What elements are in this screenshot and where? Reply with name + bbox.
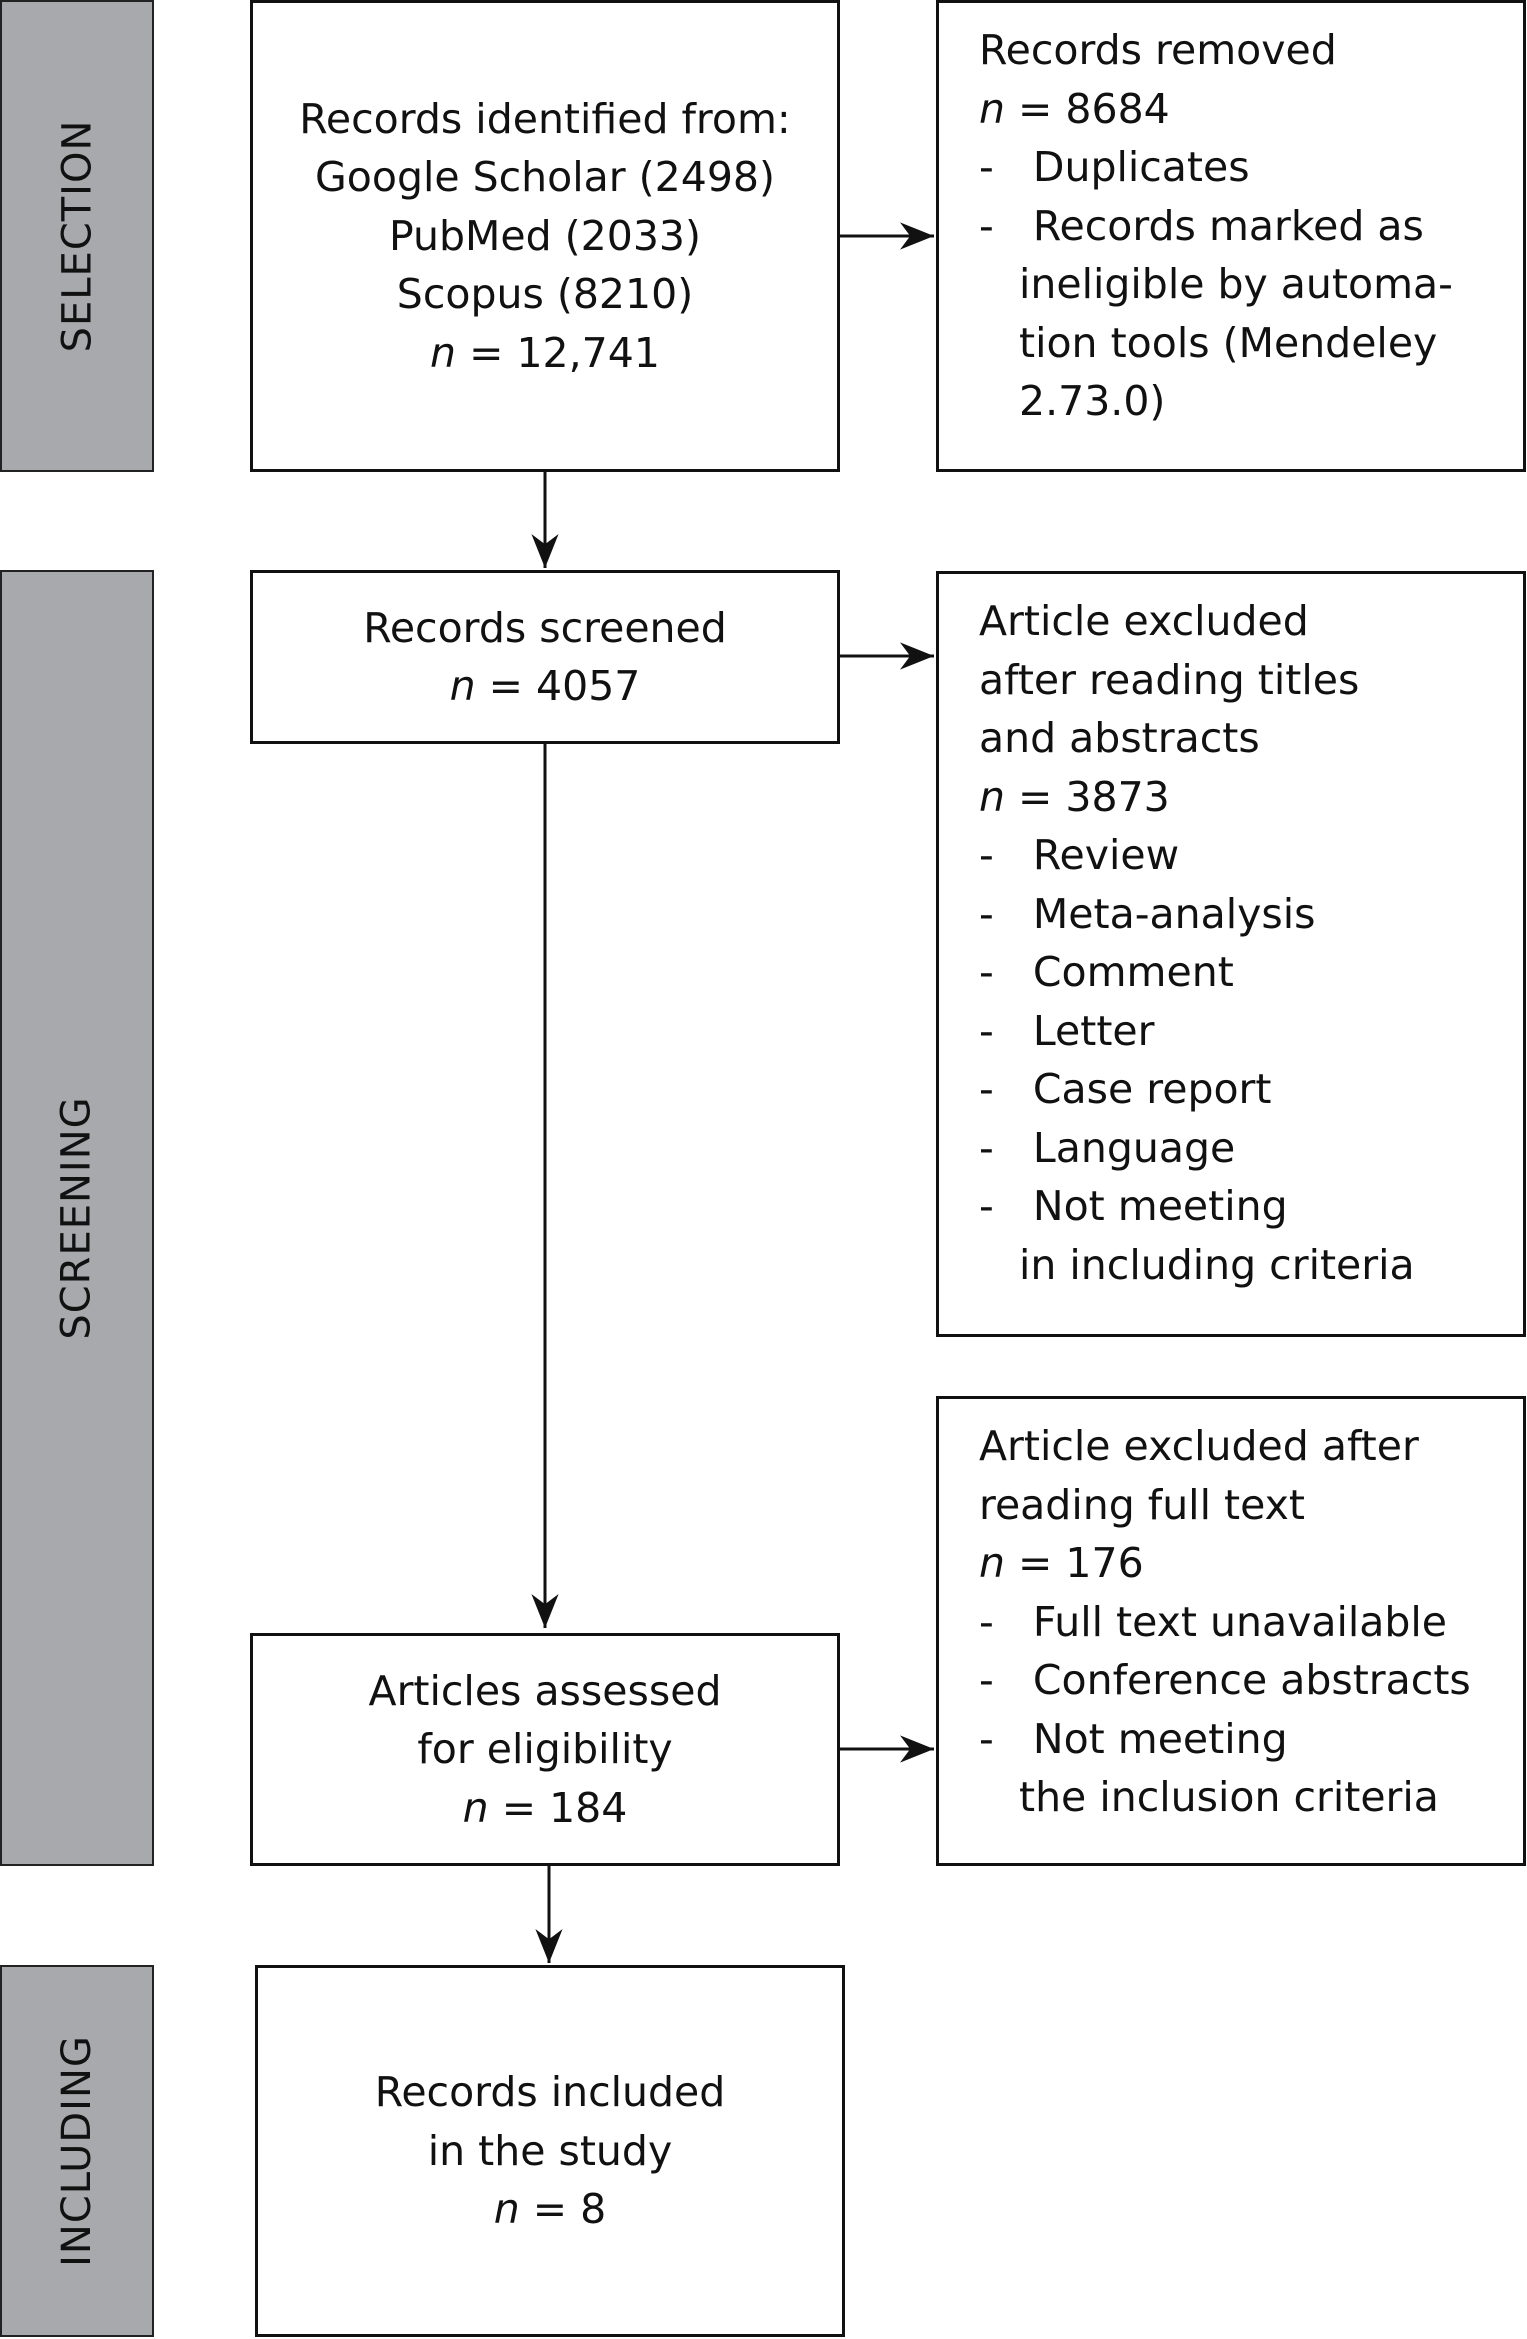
phase-screening: SCREENING bbox=[0, 570, 154, 1866]
box-line: - Case report bbox=[979, 1065, 1272, 1113]
articles-assessed-box: Articles assessed for eligibility n = 184 bbox=[250, 1633, 840, 1866]
box-line: the inclusion criteria bbox=[1019, 1773, 1439, 1821]
box-line: - Not meeting bbox=[979, 1714, 1288, 1763]
excluded-abstracts-box: Article excluded after reading titles and … bbox=[936, 571, 1526, 1337]
phase-selection: SELECTION bbox=[0, 0, 154, 472]
box-line: n = 8 bbox=[493, 2185, 607, 2234]
box-line: Records screened bbox=[363, 603, 727, 652]
records-screened-box: Records screened n = 4057 bbox=[250, 570, 840, 744]
phase-including: INCLUDING bbox=[0, 1965, 154, 2337]
box-line: and abstracts bbox=[979, 714, 1260, 762]
records-included-box: Records included in the study n = 8 bbox=[255, 1965, 845, 2337]
box-line: n = 3873 bbox=[979, 772, 1170, 821]
box-line: Records identified from: bbox=[299, 94, 791, 143]
box-line: - Review bbox=[979, 831, 1180, 879]
box-line: - Letter bbox=[979, 1006, 1155, 1055]
box-line: Article excluded after bbox=[979, 1422, 1419, 1470]
box-line: - Records marked as bbox=[979, 201, 1424, 250]
box-line: n = 8684 bbox=[979, 84, 1170, 133]
box-line: Articles assessed bbox=[368, 1666, 722, 1715]
box-line: Google Scholar (2498) bbox=[315, 153, 775, 202]
box-line: Article excluded bbox=[979, 597, 1309, 645]
records-removed-box: Records removed n = 8684 - Duplicates - Rec… bbox=[936, 0, 1526, 472]
box-line: in the study bbox=[427, 2126, 673, 2175]
box-line: 2.73.0) bbox=[1019, 377, 1166, 425]
box-line: Records included bbox=[374, 2068, 726, 2117]
box-line: in including criteria bbox=[1019, 1240, 1415, 1289]
box-line: n = 184 bbox=[462, 1783, 628, 1832]
box-line: ineligible by automa- bbox=[1019, 260, 1453, 308]
excluded-fulltext-box: Article excluded after reading full text n… bbox=[936, 1396, 1526, 1866]
box-line: n = 12,741 bbox=[430, 328, 660, 377]
box-line: n = 4057 bbox=[449, 662, 641, 710]
records-identified-box: Records identified from: Google Scholar (… bbox=[250, 0, 840, 472]
box-line: - Meta-analysis bbox=[979, 889, 1316, 938]
box-line: - Duplicates bbox=[979, 143, 1250, 191]
box-line: - Full text unavailable bbox=[979, 1597, 1448, 1646]
box-line: - Comment bbox=[979, 948, 1234, 996]
box-line: for eligibility bbox=[417, 1725, 673, 1774]
box-line: reading full text bbox=[979, 1480, 1305, 1529]
box-line: Scopus (8210) bbox=[396, 270, 694, 319]
box-line: - Not meeting bbox=[979, 1182, 1288, 1230]
box-line: n = 176 bbox=[979, 1539, 1144, 1587]
box-line: Records removed bbox=[979, 26, 1337, 74]
box-line: PubMed (2033) bbox=[388, 211, 701, 260]
box-line: - Language bbox=[979, 1123, 1236, 1172]
box-line: after reading titles bbox=[979, 655, 1360, 704]
box-line: - Conference abstracts bbox=[979, 1656, 1471, 1704]
box-line: tion tools (Mendeley bbox=[1019, 318, 1438, 367]
